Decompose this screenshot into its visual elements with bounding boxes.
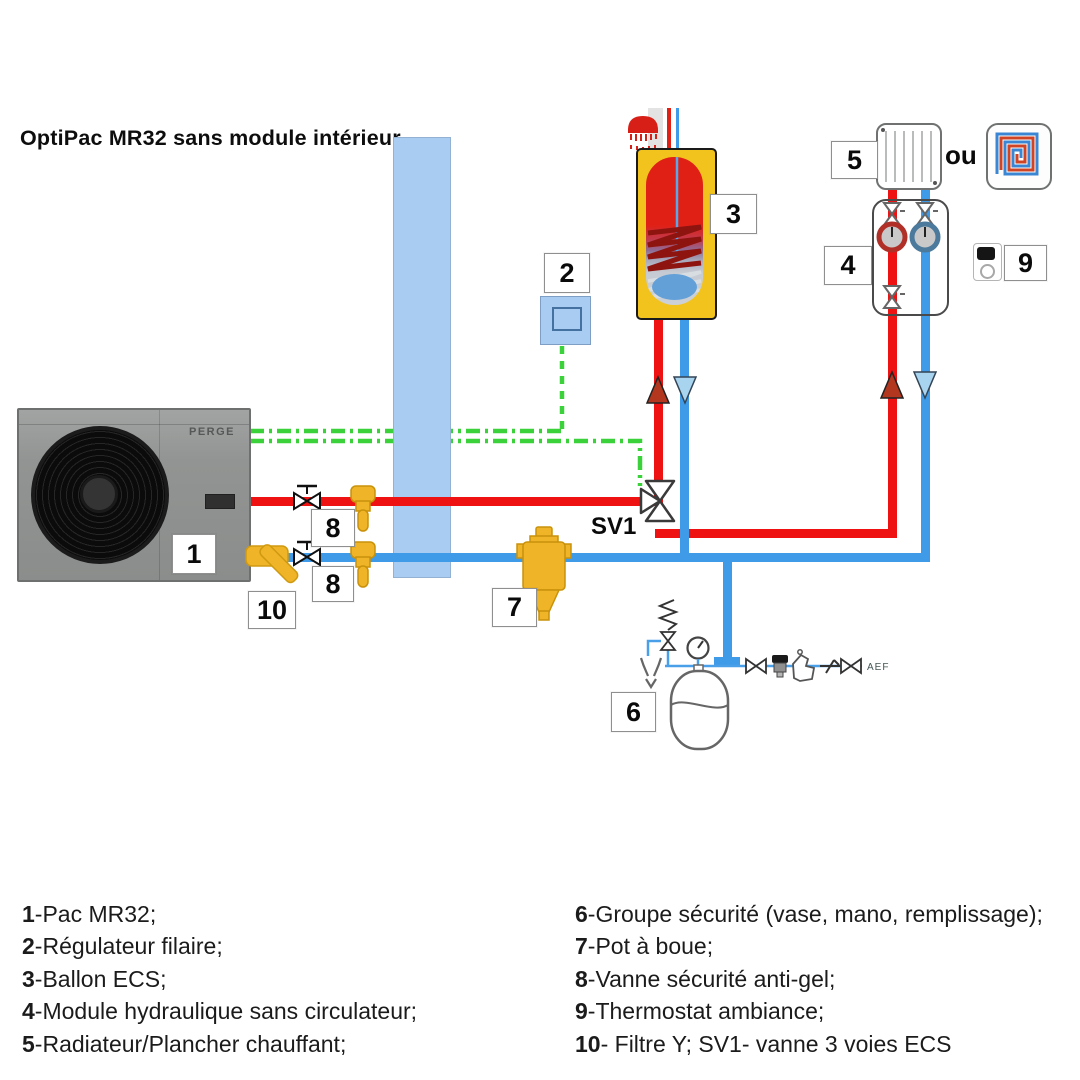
vent-slot: [205, 494, 235, 509]
component-label-6: 6: [611, 692, 656, 732]
page-title: OptiPac MR32 sans module intérieur: [20, 126, 401, 150]
legend-item: 4-Module hydraulique sans circulateur;: [22, 998, 418, 1025]
hot-heating-riser: [888, 180, 897, 538]
wired-regulator: [540, 296, 591, 345]
hot-dhw-riser: [654, 312, 663, 506]
dhw-tank: [636, 148, 717, 320]
thermostat-screen: [977, 247, 995, 260]
panel-seam: [19, 424, 249, 425]
safety-valve: [659, 631, 677, 651]
module-gauge-cold: [909, 221, 941, 253]
legend-item: 2-Régulateur filaire;: [22, 933, 223, 960]
radiator-icon: [876, 123, 942, 190]
backflow-preventer-icon: [792, 649, 816, 682]
regulator-screen: [552, 307, 582, 331]
legend-item: 3-Ballon ECS;: [22, 965, 167, 992]
component-label-8b: 8: [312, 566, 354, 602]
legend-item: 5-Radiateur/Plancher chauffant;: [22, 1030, 347, 1057]
fill-valve-1: [745, 657, 767, 675]
legend-left-column: 1-Pac MR32; 2-Régulateur filaire; 3-Ball…: [22, 898, 562, 1060]
component-label-5: 5: [831, 141, 878, 179]
check-valve-icon: [820, 659, 840, 674]
arrow-down-dhw: [672, 376, 698, 405]
relief-outlet: [646, 639, 661, 656]
brand-label: PERGE: [188, 426, 235, 438]
tundish-funnel-icon: [639, 657, 663, 690]
arrow-down-heating: [912, 371, 938, 400]
drain-dot: [933, 181, 937, 185]
component-label-9: 9: [1004, 245, 1047, 281]
pressure-gauge-icon: [686, 636, 710, 666]
module-valve-top-hot: [882, 202, 905, 226]
expansion-branch-cap: [714, 657, 740, 666]
sv1-label: SV1: [591, 513, 637, 540]
component-label-7: 7: [492, 588, 537, 627]
safety-group: AEF: [639, 599, 889, 751]
sv1-three-way-valve: [639, 479, 676, 523]
coil-hot: [647, 224, 702, 272]
component-label-3: 3: [710, 194, 757, 234]
expansion-vessel: [669, 669, 730, 751]
floor-spiral: [995, 132, 1039, 176]
legend-right-column: 6-Groupe sécurité (vase, mano, remplissa…: [575, 898, 1075, 1060]
fill-valve-2: [840, 657, 862, 675]
antifreeze-valve-cold: [350, 541, 376, 588]
cold-inlet-line: [676, 108, 679, 158]
legend-item: 8-Vanne sécurité anti-gel;: [575, 965, 836, 992]
return-heating-riser: [921, 180, 930, 562]
y-filter: [245, 544, 299, 584]
component-label-10: 10: [248, 591, 296, 629]
legend-item: 10- Filtre Y; SV1- vanne 3 voies ECS: [575, 1030, 952, 1057]
hot-supply-pipe: [247, 497, 662, 506]
shutoff-valve-hot: [293, 484, 321, 511]
spring-icon: [657, 599, 679, 631]
return-main-pipe: [247, 553, 930, 562]
wire-hp-to-sv1: [250, 438, 643, 486]
legend-item: 1-Pac MR32;: [22, 901, 157, 927]
component-label-2: 2: [544, 253, 590, 293]
legend-item: 7-Pot à boue;: [575, 933, 714, 960]
dirt-separator: [516, 526, 572, 621]
thermostat-dial: [980, 264, 995, 279]
hydraulic-module: [872, 199, 949, 316]
hot-heating-pipe: [655, 529, 897, 538]
bleed-valve-dot: [881, 128, 885, 132]
heat-pump-unit: PERGE: [17, 408, 251, 582]
cold-feed-label: AEF: [867, 662, 889, 673]
or-label: ou: [945, 140, 977, 170]
return-dhw-drop: [680, 312, 689, 562]
fan-hub: [80, 475, 118, 513]
component-label-8a: 8: [311, 509, 355, 547]
fan-icon: [31, 426, 169, 564]
component-label-1: 1: [172, 534, 216, 574]
arrow-up-dhw: [645, 375, 671, 404]
module-valve-top-cold: [915, 202, 938, 226]
room-thermostat: [973, 243, 1002, 281]
radiator-fins: [885, 131, 933, 182]
tank-interior: [646, 157, 703, 305]
dhw-outlet-line: [667, 108, 671, 154]
legend-item: 9-Thermostat ambiance;: [575, 998, 825, 1025]
filling-loop-icon: [772, 655, 788, 678]
antifreeze-valve-hot: [350, 485, 376, 532]
module-gauge-hot: [876, 221, 908, 253]
tank-cold-zone: [652, 274, 697, 300]
component-label-4: 4: [824, 246, 872, 285]
legend-item: 6-Groupe sécurité (vase, mano, remplissa…: [575, 901, 1043, 927]
floor-heating-icon: [986, 123, 1052, 190]
expansion-branch-pipe: [723, 558, 732, 661]
arrow-up-heating: [879, 370, 905, 399]
module-valve-bottom: [882, 285, 905, 309]
